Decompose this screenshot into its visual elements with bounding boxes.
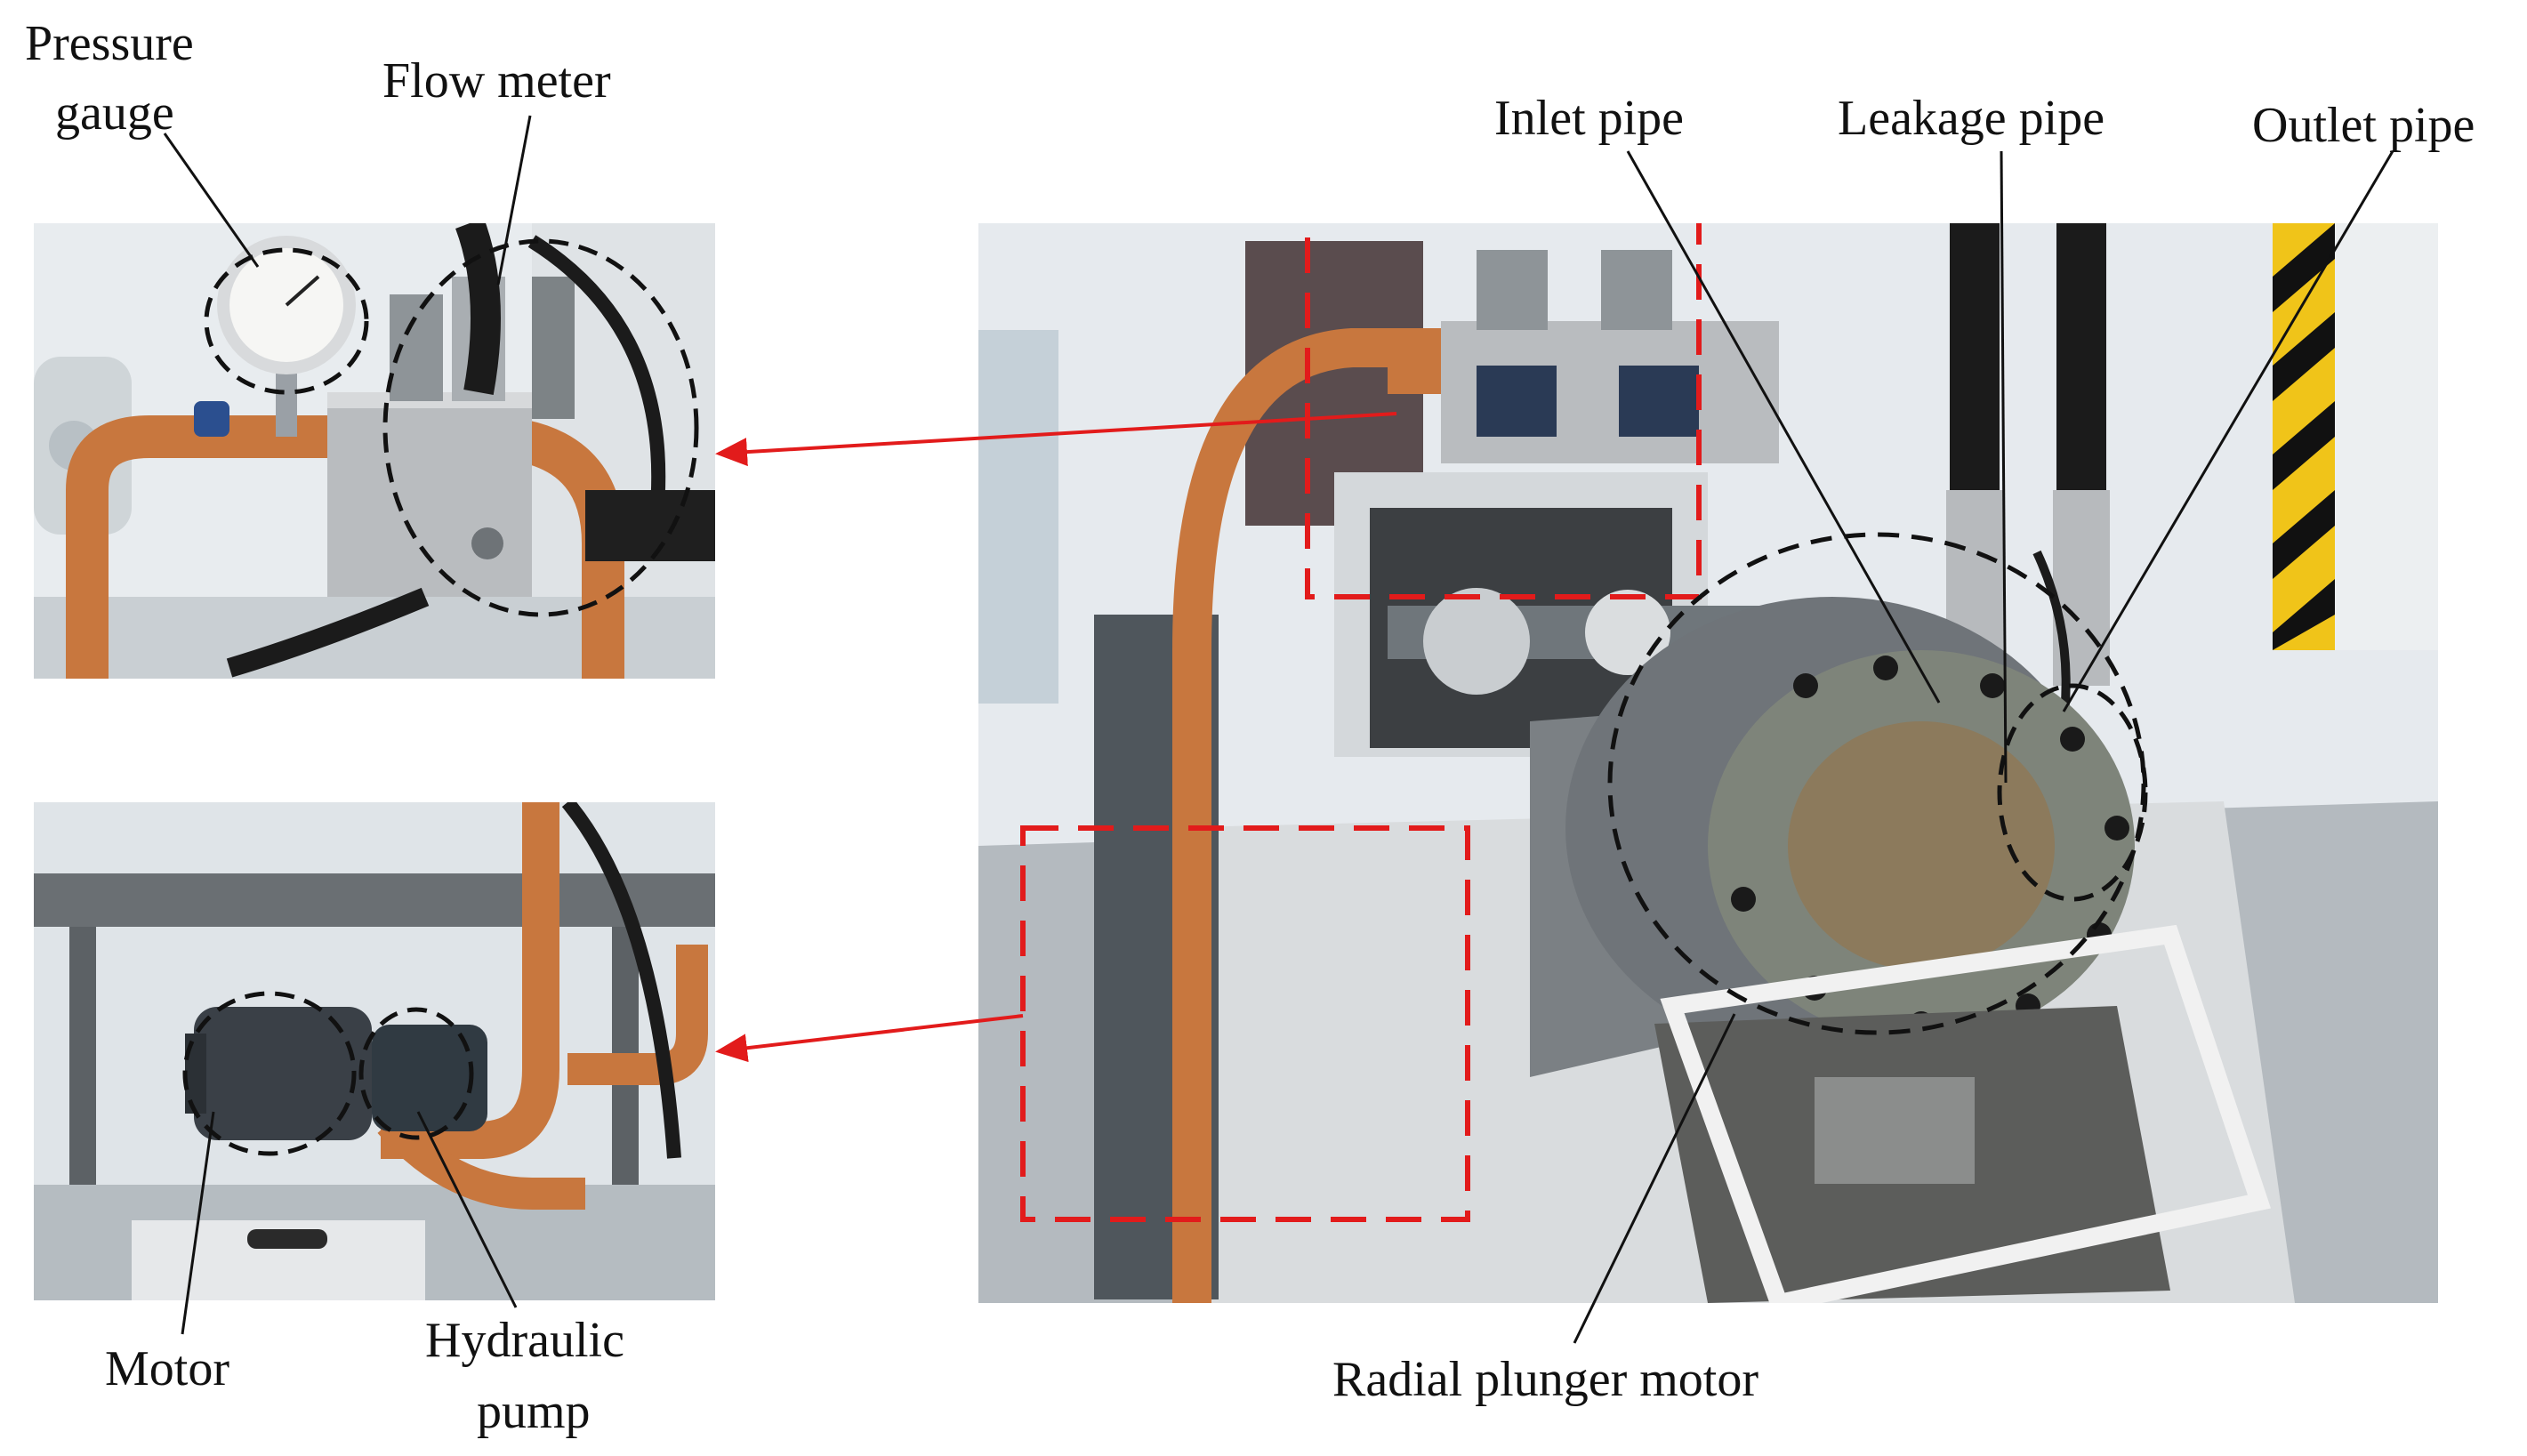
- label-radial-plunger-motor: Radial plunger motor: [1332, 1352, 1759, 1407]
- leader-outlet-pipe: [2062, 150, 2394, 712]
- leader-motor: [181, 1111, 215, 1335]
- label-hydraulic-pump-line2: pump: [477, 1384, 591, 1439]
- leader-hydraulic-pump: [416, 1111, 518, 1308]
- label-motor: Motor: [105, 1341, 229, 1396]
- label-outlet-pipe: Outlet pipe: [2252, 98, 2475, 153]
- label-leakage-pipe: Leakage pipe: [1838, 91, 2105, 146]
- label-hydraulic-pump-line1: Hydraulic: [425, 1313, 624, 1368]
- photo-motor-pump: [34, 802, 715, 1300]
- photo-valve-block: [34, 223, 715, 679]
- leader-leakage-pipe: [2000, 150, 2008, 784]
- leader-flow-meter: [496, 115, 532, 286]
- label-inlet-pipe: Inlet pipe: [1494, 91, 1685, 146]
- label-pressure-gauge-line1: Pressure: [25, 16, 194, 71]
- leader-pressure-gauge: [163, 133, 260, 268]
- arrow-to-motor-photo: [715, 1014, 1024, 1063]
- label-pressure-gauge-line2: gauge: [55, 85, 174, 141]
- arrow-to-valve-photo: [715, 412, 1397, 467]
- leader-inlet-pipe: [1626, 150, 1941, 704]
- leader-radial-plunger-motor: [1573, 1013, 1736, 1344]
- photo-test-bench: [978, 223, 2438, 1303]
- label-flow-meter: Flow meter: [382, 53, 611, 109]
